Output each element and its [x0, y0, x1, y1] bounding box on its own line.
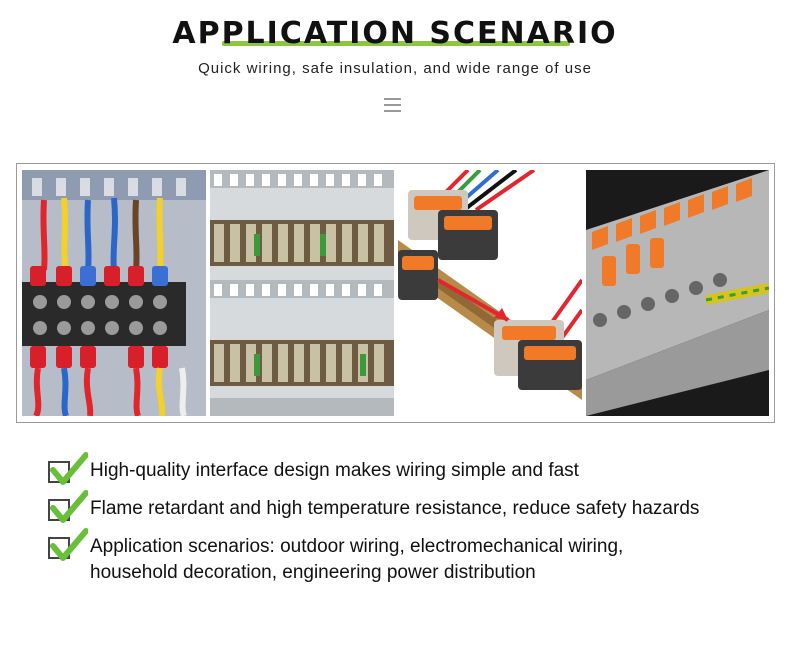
title-underline-accent — [222, 41, 570, 46]
check-icon — [50, 452, 88, 485]
photo-cabinet-rows — [210, 170, 394, 416]
feature-text: Application scenarios: outdoor wiring, e… — [90, 536, 624, 583]
photo-lever-terminals — [586, 170, 769, 416]
page-title: APPLICATION SCENARIO — [172, 16, 618, 51]
menu-icon[interactable] — [384, 98, 401, 113]
feature-text: Flame retardant and high temperature res… — [90, 498, 700, 519]
check-icon — [50, 490, 88, 523]
list-item: Flame retardant and high temperature res… — [48, 490, 768, 523]
page-subtitle: Quick wiring, safe insulation, and wide … — [198, 60, 592, 77]
photo-strip — [16, 163, 775, 423]
photo-din-rail-connectors — [398, 170, 582, 416]
feature-list: High-quality interface design makes wiri… — [48, 452, 768, 598]
feature-text: High-quality interface design makes wiri… — [90, 460, 579, 481]
header: APPLICATION SCENARIO — [0, 14, 790, 54]
photo-terminal-block — [22, 170, 206, 416]
list-item: High-quality interface design makes wiri… — [48, 452, 768, 485]
check-icon — [50, 528, 88, 561]
list-item: Application scenarios: outdoor wiring, e… — [48, 528, 768, 586]
